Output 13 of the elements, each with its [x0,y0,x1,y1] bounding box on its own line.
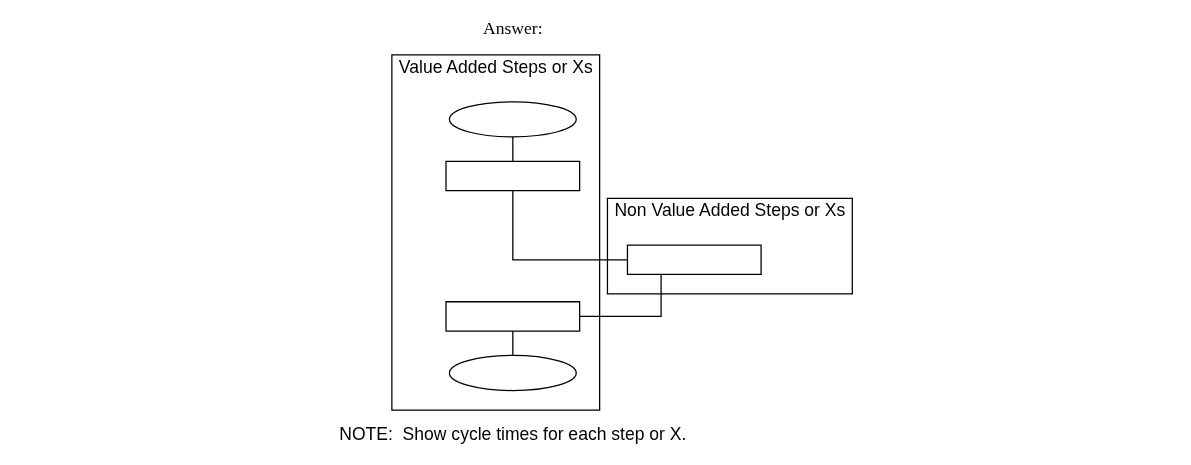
connector [512,190,628,261]
connector [512,330,514,356]
label: Answer: [483,17,543,38]
cluster: Non Value Added Steps or Xs [606,197,853,295]
node-box [445,301,581,332]
node-box [445,160,581,192]
cluster: Value Added Steps or Xs [391,54,601,411]
node-box [626,244,762,276]
label: NOTE: Show cycle times for each step or X. [339,423,687,444]
node-ellipse [448,354,577,392]
connector [512,136,514,162]
connector [579,274,662,318]
node-ellipse [448,101,577,138]
